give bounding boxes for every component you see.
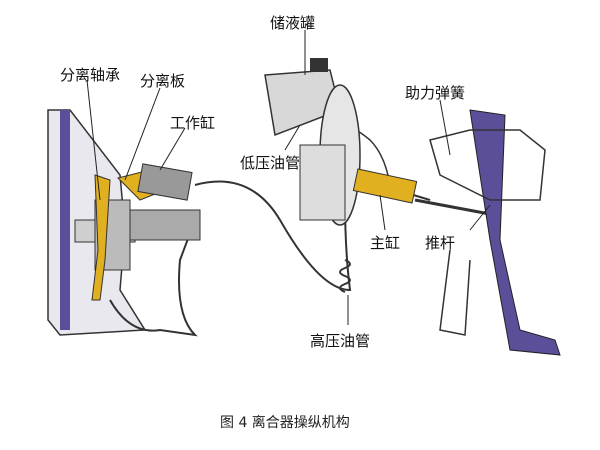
brake-booster — [299, 84, 361, 226]
label-master-cylinder: 主缸 — [370, 234, 401, 252]
label-reservoir: 储液罐 — [270, 14, 316, 32]
release-bearing-assembly — [74, 163, 201, 301]
master-cylinder — [352, 168, 496, 217]
clutch-pedal — [429, 109, 561, 356]
leader-lines — [86, 30, 491, 325]
label-high-pressure-line: 高压油管 — [310, 332, 371, 350]
label-low-pressure-line: 低压油管 — [240, 154, 301, 172]
label-release-plate: 分离板 — [140, 72, 186, 90]
pipe-coil — [339, 259, 351, 293]
figure-caption: 图 4 离合器操纵机构 — [220, 415, 350, 431]
label-assist-spring: 助力弹簧 — [405, 84, 466, 102]
label-release-bearing: 分离轴承 — [60, 66, 121, 84]
label-push-rod: 推杆 — [425, 234, 456, 252]
label-slave-cylinder: 工作缸 — [170, 114, 216, 132]
